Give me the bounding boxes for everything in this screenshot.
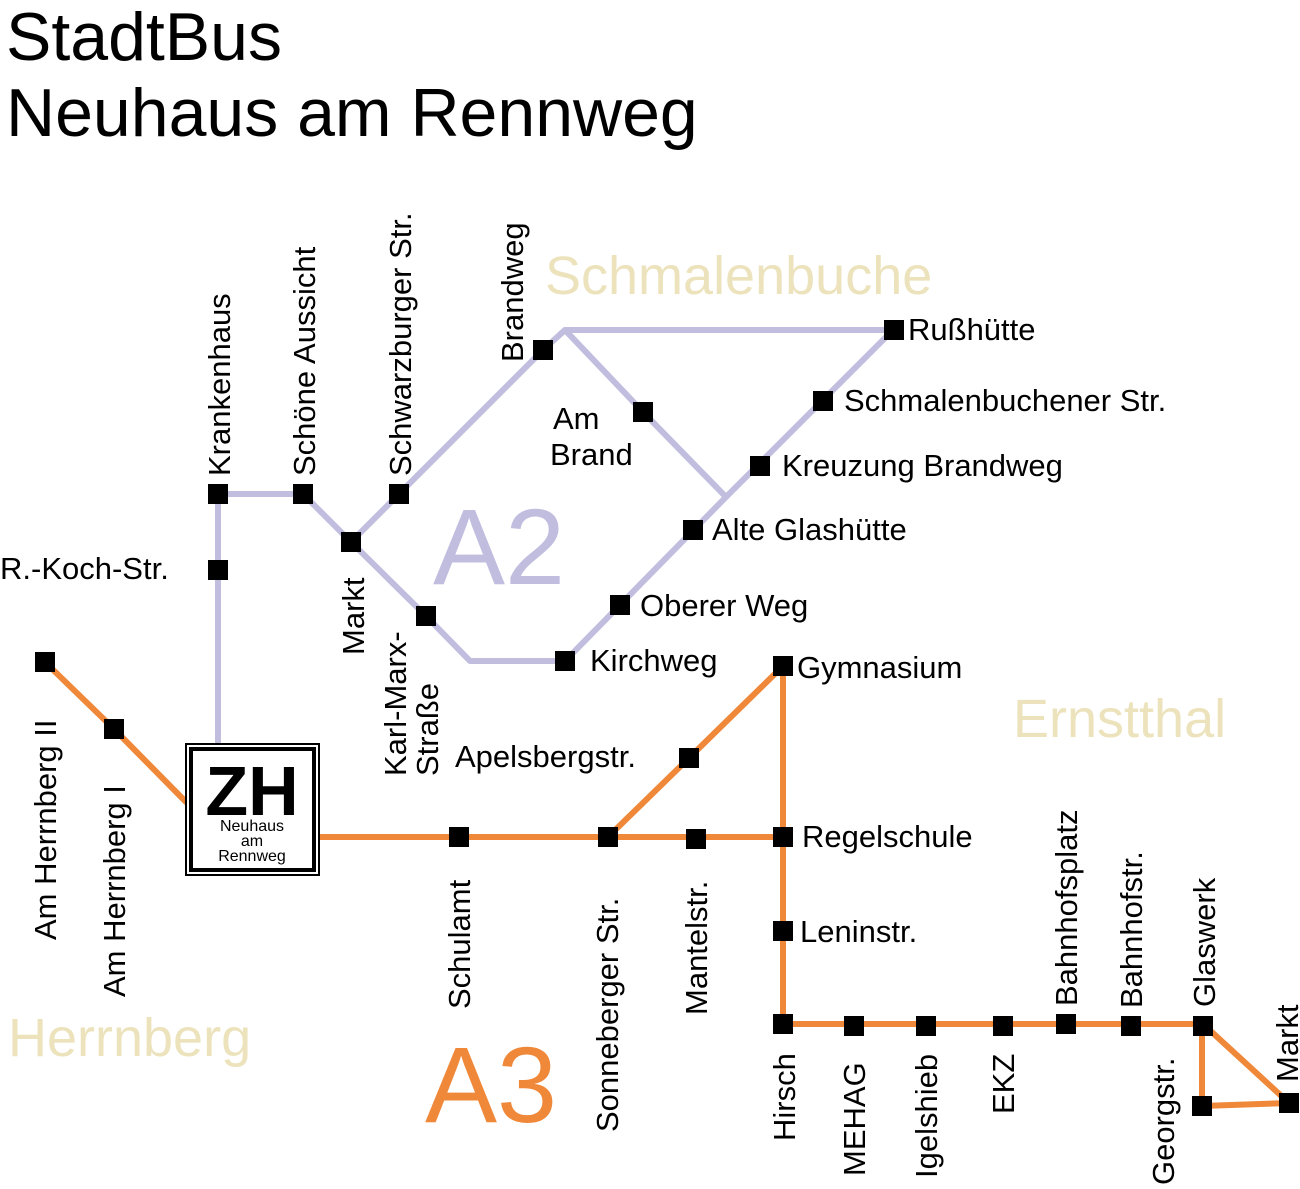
stop-marker-markt-a2[interactable] (341, 532, 361, 552)
stop-markers (35, 320, 1299, 1116)
terminal-code: ZH (205, 752, 298, 830)
stop-marker-schwarzburger-str[interactable] (389, 484, 409, 504)
stop-marker-glaswerk[interactable] (1193, 1016, 1213, 1036)
stop-marker-am-herrnberg-2[interactable] (35, 652, 55, 672)
terminal-zh[interactable]: ZH Neuhaus am Rennweg (185, 743, 320, 876)
line-label-a2: A2 (433, 486, 565, 607)
stop-marker-schulamt[interactable] (449, 827, 469, 847)
line-label-a3: A3 (425, 1024, 557, 1145)
stop-label-schmalenbuchener-str: Schmalenbuchener Str. (844, 383, 1166, 418)
stop-label-hirsch: Hirsch (767, 1053, 802, 1141)
stop-marker-oberer-weg[interactable] (610, 595, 630, 615)
stop-label-kreuzung-brandweg: Kreuzung Brandweg (782, 448, 1063, 483)
stop-marker-leninstr[interactable] (773, 921, 793, 941)
stop-label-gymnasium: Gymnasium (797, 650, 962, 685)
stop-label-bahnhofsplatz: Bahnhofsplatz (1049, 810, 1084, 1006)
map-title-line2: Neuhaus am Rennweg (6, 75, 698, 151)
stop-marker-mantelstr[interactable] (686, 829, 706, 849)
stop-label-markt-a3: Markt (1270, 1004, 1300, 1082)
stop-marker-regelschule[interactable] (773, 827, 793, 847)
stop-marker-sonneberger-str[interactable] (598, 827, 618, 847)
stop-label-karl-marx-line1: Karl-Marx- (378, 631, 413, 776)
stop-marker-r-koch-str[interactable] (208, 560, 228, 580)
stop-label-r-koch-str: R.-Koch-Str. (0, 551, 169, 586)
stop-marker-kreuzung-brandweg[interactable] (750, 456, 770, 476)
stop-marker-krankenhaus[interactable] (208, 484, 228, 504)
stop-label-sonneberger-str: Sonneberger Str. (590, 898, 625, 1132)
stop-label-am-brand-line1: Am (553, 401, 600, 436)
area-label-schmalenbuche: Schmalenbuche (545, 246, 932, 306)
stop-label-igelshieb: Igelshieb (909, 1054, 944, 1178)
stop-marker-russhuette[interactable] (884, 320, 904, 340)
stop-label-markt-a2: Markt (336, 577, 371, 655)
stop-marker-hirsch[interactable] (773, 1014, 793, 1034)
map-title-line1: StadtBus (6, 0, 282, 75)
stop-marker-schoene-aussicht[interactable] (293, 484, 313, 504)
stop-label-glaswerk: Glaswerk (1187, 877, 1222, 1007)
stop-marker-gymnasium[interactable] (773, 656, 793, 676)
terminal-name-line1: Neuhaus (220, 818, 284, 835)
stop-marker-bahnhofsplatz[interactable] (1056, 1014, 1076, 1034)
stop-label-am-brand-line2: Brand (550, 437, 633, 472)
stop-label-bahnhofstr: Bahnhofstr. (1114, 851, 1149, 1008)
stop-label-georgstr: Georgstr. (1146, 1058, 1181, 1186)
stop-label-schoene-aussicht: Schöne Aussicht (287, 246, 322, 476)
stop-label-ekz: EKZ (986, 1054, 1021, 1114)
terminal-box-inner (189, 747, 316, 872)
stop-label-kirchweg: Kirchweg (590, 643, 718, 678)
terminal-name-line3: Rennweg (218, 848, 286, 865)
stop-label-schulamt: Schulamt (442, 879, 477, 1009)
stop-label-oberer-weg: Oberer Weg (640, 588, 808, 623)
stop-marker-apelsbergstr[interactable] (679, 748, 699, 768)
stop-label-karl-marx-line2: Straße (410, 683, 445, 776)
stop-label-regelschule: Regelschule (802, 819, 973, 854)
stop-label-apelsbergstr: Apelsbergstr. (455, 739, 636, 774)
stop-label-brandweg: Brandweg (495, 222, 530, 362)
stop-marker-am-herrnberg-1[interactable] (104, 719, 124, 739)
stop-label-mehag: MEHAG (837, 1062, 872, 1176)
terminal-name-line2: am (241, 833, 263, 850)
area-label-herrnberg: Herrnberg (8, 1008, 251, 1068)
stop-marker-brandweg[interactable] (533, 340, 553, 360)
stop-label-mantelstr: Mantelstr. (679, 881, 714, 1015)
stop-marker-markt-a3[interactable] (1279, 1093, 1299, 1113)
stop-label-alte-glashuette: Alte Glashütte (712, 512, 907, 547)
area-label-ernstthal: Ernstthal (1013, 689, 1226, 749)
stop-marker-karl-marx-strasse[interactable] (416, 606, 436, 626)
stop-marker-ekz[interactable] (993, 1016, 1013, 1036)
stop-marker-igelshieb[interactable] (916, 1016, 936, 1036)
stop-marker-georgstr[interactable] (1192, 1096, 1212, 1116)
stop-marker-bahnhofstr[interactable] (1121, 1016, 1141, 1036)
stop-marker-am-brand[interactable] (633, 402, 653, 422)
stop-label-schwarzburger-str: Schwarzburger Str. (383, 212, 418, 476)
stop-label-am-herrnberg-1: Am Herrnberg I (97, 785, 132, 997)
stop-marker-kirchweg[interactable] (555, 651, 575, 671)
stop-marker-schmalenbuchener-str[interactable] (813, 391, 833, 411)
stop-marker-mehag[interactable] (844, 1016, 864, 1036)
stop-marker-alte-glashuette[interactable] (683, 520, 703, 540)
stop-label-am-herrnberg-2: Am Herrnberg II (28, 719, 63, 940)
stop-label-krankenhaus: Krankenhaus (202, 293, 237, 476)
stop-label-leninstr: Leninstr. (800, 914, 917, 949)
stop-label-russhuette: Rußhütte (908, 312, 1036, 347)
